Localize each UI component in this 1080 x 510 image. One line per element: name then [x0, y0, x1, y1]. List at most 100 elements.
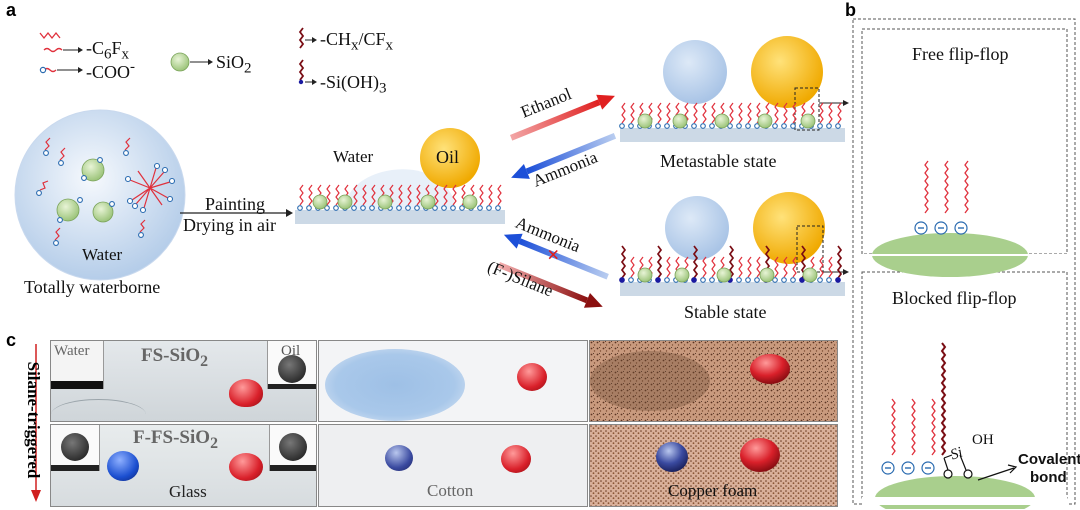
waterborne-emulsion [14, 109, 186, 281]
carboxylate-head [655, 123, 661, 129]
wetted-stain [325, 349, 465, 421]
silane-chain [940, 342, 947, 456]
fluoro-chain [684, 102, 689, 124]
fluoro-chain [964, 160, 969, 214]
carboxylate-head [486, 205, 492, 211]
sio2-particle [462, 194, 478, 210]
carboxylate-head [745, 123, 751, 129]
photo-ffs-cotton: Cotton [318, 424, 588, 507]
fluoro-chain [308, 184, 313, 206]
photo-ffs-glass: F-FS-SiO2 Glass [50, 424, 317, 507]
sio2-particle [759, 267, 775, 283]
carboxylate-head [817, 123, 823, 129]
silanol-head [835, 277, 841, 283]
fluoro-chain [774, 256, 779, 278]
sio2-particle [800, 113, 816, 129]
legend-chx-label: -CHx/CFx [320, 29, 394, 54]
carboxylate-head [405, 205, 411, 211]
fluoro-chain [711, 102, 716, 124]
carboxylate-head [477, 205, 483, 211]
oxygen-atom [943, 469, 953, 479]
carboxylate-head [709, 123, 715, 129]
inset-oil-contact-2 [269, 425, 316, 471]
carboxylate-head [664, 123, 670, 129]
fluoro-chain [783, 102, 788, 124]
carboxylate-head [835, 123, 841, 129]
fluoro-chain [828, 256, 833, 278]
carboxylate-head [450, 205, 456, 211]
fluoro-chain [416, 184, 421, 206]
fluoro-chain [702, 256, 707, 278]
inset-water-contact: Water [51, 341, 104, 389]
silanol-head [619, 277, 625, 283]
fluoro-chain [792, 256, 797, 278]
fluoro-chain [666, 256, 671, 278]
blue-droplet [385, 445, 413, 471]
sio2-particle [337, 194, 353, 210]
legend [39, 27, 317, 85]
fluoro-chain [299, 184, 304, 206]
fluoro-chain [326, 184, 331, 206]
fluoro-chain [738, 256, 743, 278]
siloxane-bond [943, 454, 967, 471]
blocked-flip-flop-label: Blocked flip-flop [892, 288, 1017, 308]
fluoro-chain [621, 102, 626, 124]
fluoro-chain [353, 184, 358, 206]
carboxylate-head [628, 123, 634, 129]
glass-label: Glass [169, 482, 207, 501]
silanol-head [691, 277, 697, 283]
sio2-particle [714, 113, 730, 129]
oxygen-atom [963, 469, 973, 479]
carboxylate-head [414, 205, 420, 211]
carboxylate-head [826, 277, 832, 283]
oh-label: OH [972, 432, 994, 448]
carboxylate-head [306, 205, 312, 211]
fluoro-chain [693, 102, 698, 124]
svg-text:×: × [547, 242, 560, 267]
legend-coo-label: -COO- [86, 59, 135, 82]
fluoro-chain [371, 184, 376, 206]
inset-water-label: Water [54, 343, 90, 359]
panel-label-c: c [6, 330, 17, 350]
fluoro-chain [479, 184, 484, 206]
panel-label-a: a [6, 0, 17, 20]
covalent-arrow [977, 464, 1018, 481]
carboxylate-head [360, 205, 366, 211]
photo-fs-cotton [318, 340, 588, 422]
silane-chain [620, 245, 627, 279]
fluoro-chain [434, 184, 439, 206]
photo-fs-copper [589, 340, 838, 422]
fluoro-chain [452, 184, 457, 206]
metastable-label: Metastable state [660, 151, 777, 171]
fluoro-chain [931, 398, 936, 456]
silane-triggered-label: Silane-triggered [24, 361, 43, 479]
fluoro-chain [783, 256, 788, 278]
fluoro-chain [497, 184, 502, 206]
sio2-particle [637, 267, 653, 283]
inset-water-contact-2 [51, 425, 100, 471]
legend-chx-icon [298, 27, 317, 85]
totally-waterborne-label: Totally waterborne [24, 277, 161, 297]
silane-chain [728, 245, 735, 279]
fluoro-chain [630, 102, 635, 124]
carboxylate-head [790, 277, 796, 283]
metastable-surface [620, 36, 849, 142]
sio2-particle [312, 194, 328, 210]
silane-arrow [31, 344, 41, 502]
carboxylate-head [441, 205, 447, 211]
fluoro-chain [729, 102, 734, 124]
legend-c6fx-label: -C6Fx [86, 38, 130, 63]
sio2-particle [757, 113, 773, 129]
carboxylate-head [459, 205, 465, 211]
silane-triggered-side: Silane-triggered [20, 340, 43, 505]
carboxylate-head [700, 277, 706, 283]
fluoro-chain [711, 256, 716, 278]
carboxylate-head [754, 277, 760, 283]
fluoro-chain [488, 184, 493, 206]
silane-chain [656, 245, 663, 279]
carboxylate-head [826, 123, 832, 129]
ammonia-silane-arrows: × [497, 233, 609, 308]
red-droplet [229, 453, 263, 481]
